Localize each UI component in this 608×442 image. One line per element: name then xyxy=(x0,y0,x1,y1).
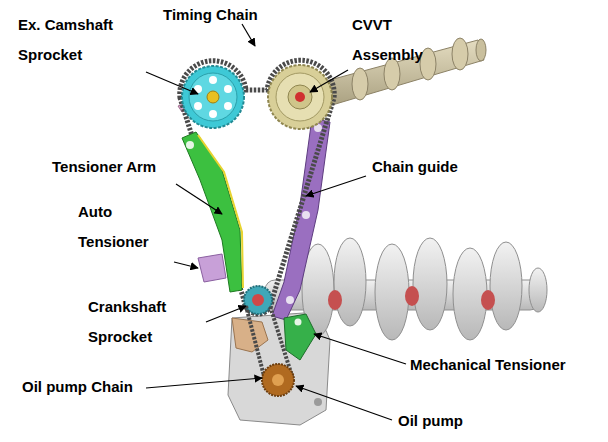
cvvt-assembly xyxy=(268,65,332,129)
part-label: Oil pump Chain xyxy=(22,372,133,402)
part-label: Chain guide xyxy=(372,152,458,182)
mechanical-tensioner xyxy=(284,314,316,360)
timing-chain xyxy=(180,60,334,314)
leader-lines xyxy=(146,24,406,420)
part-label: Oil pump xyxy=(398,406,463,436)
auto-tensioner xyxy=(198,254,226,282)
part-label: Tensioner Arm xyxy=(52,152,156,182)
part-label: Auto Tensioner xyxy=(78,197,166,257)
part-label: Crankshaft Sprocket xyxy=(88,292,188,352)
part-label: Timing Chain xyxy=(163,0,258,30)
chain-guide xyxy=(272,118,330,320)
part-label: CVVT Assembly xyxy=(352,10,434,70)
oil-pump-sprocket xyxy=(262,364,294,396)
part-label: Ex. Camshaft Sprocket xyxy=(18,10,130,70)
exhaust-camshaft-sprocket xyxy=(182,66,244,128)
tensioner-arm xyxy=(182,132,242,292)
part-label: Mechanical Tensioner xyxy=(410,350,566,380)
